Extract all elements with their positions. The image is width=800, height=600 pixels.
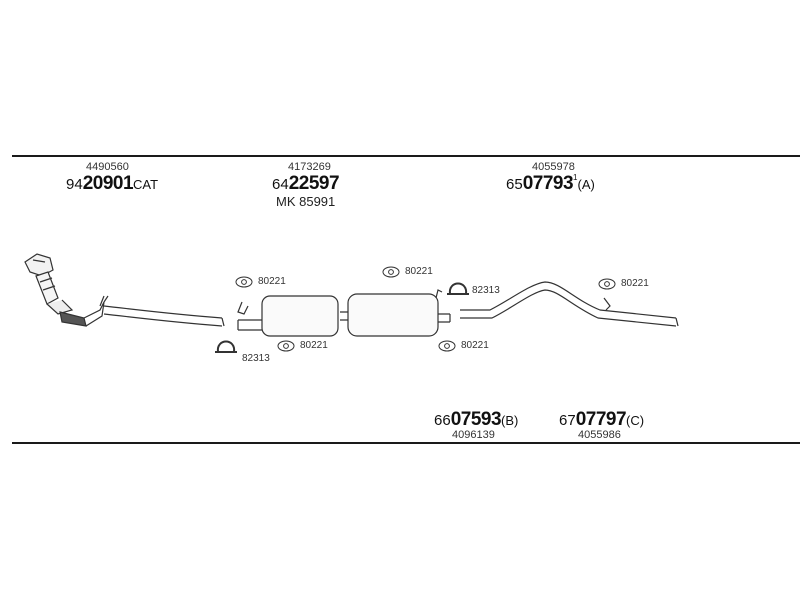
cat-ref-number: 4490560: [86, 161, 129, 173]
mid-code: 22597: [288, 173, 340, 194]
gasket-number: 80221: [258, 276, 286, 287]
hardware-group: [215, 266, 616, 353]
kit-c-prefix: 67: [559, 412, 576, 429]
gasket-label-1[interactable]: 80221: [258, 277, 286, 287]
rear-suffix: (A): [577, 177, 595, 192]
mid-note: MK 85991: [276, 194, 336, 209]
gasket-ring-icon: [382, 266, 400, 278]
gasket-ring-icon: [277, 340, 295, 352]
u-bolt-clamp-icon: [215, 340, 237, 353]
catalytic-converter[interactable]: [24, 253, 225, 327]
cat-part-number[interactable]: 9420901CAT: [66, 174, 158, 193]
clamp-number: 82313: [242, 353, 270, 364]
kit-b-part-number[interactable]: 6607593(B): [434, 410, 518, 429]
mid-part-number[interactable]: 6422597: [272, 173, 340, 194]
kit-b-suffix: (B): [501, 413, 519, 428]
rear-ref-number: 4055978: [532, 161, 575, 173]
middle-silencer[interactable]: [237, 289, 451, 337]
cat-suffix: CAT: [133, 177, 159, 192]
u-bolt-clamp-icon: [447, 282, 469, 295]
mid-prefix: 64: [272, 176, 289, 193]
kit-c-code: 07797: [575, 409, 627, 430]
rear-pipe[interactable]: [460, 281, 679, 327]
kit-c-suffix: (C): [626, 413, 645, 428]
kit-c-part-number[interactable]: 6707797(C): [559, 410, 644, 429]
cat-code: 20901: [82, 173, 134, 194]
gasket-number: 80221: [300, 340, 328, 351]
rear-mark: 1: [573, 173, 578, 182]
clamp-label-1[interactable]: 82313: [472, 286, 500, 296]
gasket-ring-icon: [235, 276, 253, 288]
clamp-label-2[interactable]: 82313: [242, 354, 270, 364]
gasket-number: 80221: [405, 266, 433, 277]
gasket-ring-icon: [598, 278, 616, 290]
gasket-label-4[interactable]: 80221: [300, 341, 328, 351]
cat-prefix: 94: [66, 176, 83, 193]
kit-b-code: 07593: [450, 409, 502, 430]
kit-b-ref-number: 4096139: [452, 429, 495, 441]
rear-prefix: 65: [506, 176, 523, 193]
gasket-label-5[interactable]: 80221: [461, 341, 489, 351]
gasket-number: 80221: [621, 278, 649, 289]
rear-part-number[interactable]: 65077931(A): [506, 173, 595, 194]
gasket-label-2[interactable]: 80221: [405, 267, 433, 277]
clamp-number: 82313: [472, 285, 500, 296]
gasket-label-3[interactable]: 80221: [621, 279, 649, 289]
top-rule: [12, 155, 800, 157]
rear-code: 07793: [522, 173, 574, 194]
kit-b-prefix: 66: [434, 412, 451, 429]
gasket-number: 80221: [461, 340, 489, 351]
gasket-ring-icon: [438, 340, 456, 352]
mid-ref-number: 4173269: [288, 161, 331, 173]
kit-c-ref-number: 4055986: [578, 429, 621, 441]
bottom-rule: [12, 442, 800, 444]
